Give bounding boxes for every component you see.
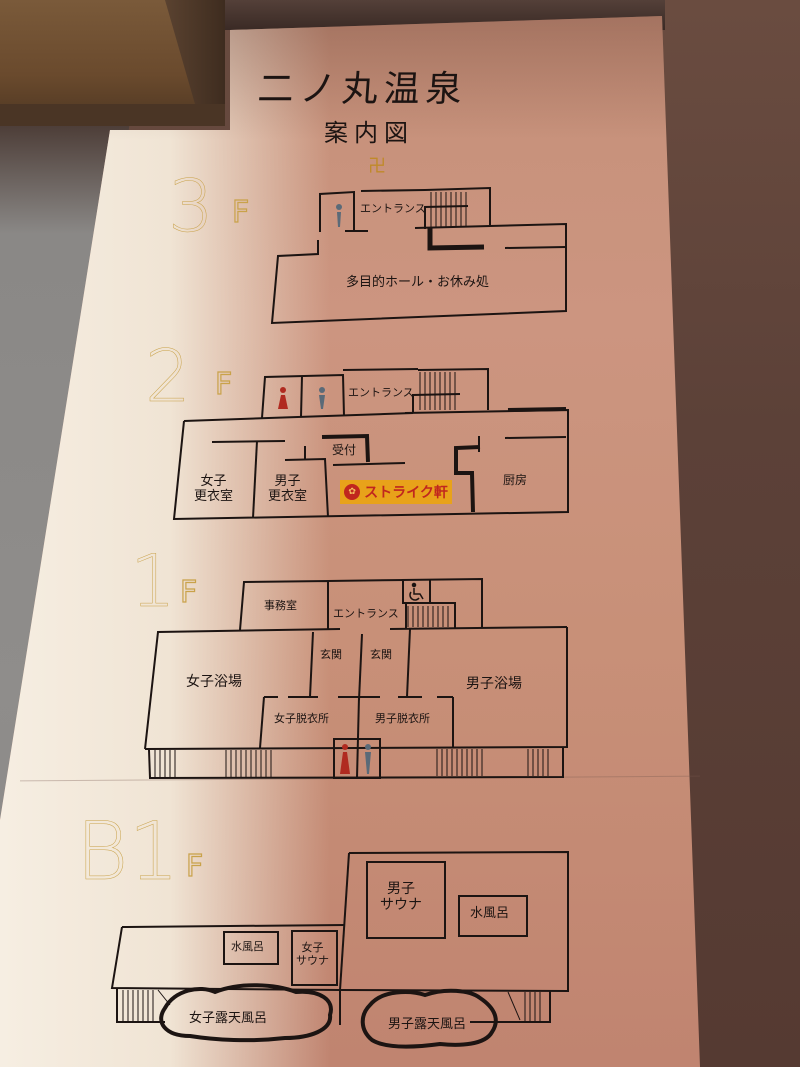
floor-suffix-2f: F <box>214 367 233 402</box>
room-1f-women-dressing: 女子脱衣所 <box>274 712 329 725</box>
floor-suffix-b1f: F <box>185 849 204 884</box>
label-line: 更衣室 <box>194 488 234 504</box>
room-2f-entrance: エントランス <box>348 386 414 399</box>
floor-plan-3f <box>270 186 567 325</box>
room-b1f-women-cold-bath: 水風呂 <box>231 940 264 953</box>
wooden-shelf-edge <box>0 104 225 126</box>
floor-label-3f: 3 <box>168 164 214 248</box>
room-b1f-women-sauna: 女子 サウナ <box>296 941 329 967</box>
floor-label-b1f: B1 <box>76 805 180 898</box>
floor-plan-2f <box>172 367 569 521</box>
room-1f-entrance: エントランス <box>333 607 399 620</box>
room-3f-multipurpose-hall: 多目的ホール・お休み処 <box>346 275 490 290</box>
room-1f-men-bath: 男子浴場 <box>466 676 522 692</box>
label-line: サウナ <box>380 897 422 914</box>
room-1f-men-dressing: 男子脱衣所 <box>375 712 430 725</box>
room-1f-genkan-left: 玄関 <box>320 648 342 661</box>
label-line: 女子 <box>200 474 227 489</box>
room-b1f-women-outdoor-bath: 女子露天風呂 <box>189 1011 268 1026</box>
label-line: サウナ <box>296 953 329 967</box>
restaurant-name: ストライク軒 <box>364 485 448 501</box>
floor-suffix-3f: F <box>231 195 250 230</box>
wheelchair-icon <box>409 582 424 601</box>
floor-plan-b1f <box>110 850 569 1049</box>
restroom-women-icon-2f <box>278 387 288 409</box>
room-b1f-men-outdoor-bath: 男子露天風呂 <box>388 1017 467 1032</box>
floor-label-2f: 2 <box>145 334 191 418</box>
room-b1f-men-cold-bath: 水風呂 <box>470 906 510 921</box>
label-line: 更衣室 <box>268 488 308 504</box>
room-2f-women-changing: 女子 更衣室 <box>194 474 234 505</box>
room-2f-reception: 受付 <box>332 443 357 457</box>
floor-suffix-1f: F <box>179 575 198 610</box>
manji-crest-icon: 卍 <box>368 156 386 177</box>
label-line: 男子 <box>387 881 415 897</box>
floor-plan-1f <box>144 577 568 780</box>
room-1f-genkan-right: 玄関 <box>370 648 392 661</box>
room-b1f-men-sauna: 男子 サウナ <box>380 881 422 913</box>
room-1f-office: 事務室 <box>264 599 297 612</box>
restroom-men-icon-3f <box>336 204 342 227</box>
restroom-men-icon-2f <box>319 387 325 409</box>
floor-label-1f: 1 <box>130 539 176 623</box>
room-2f-kitchen: 厨房 <box>503 473 528 487</box>
room-3f-entrance: エントランス <box>360 202 426 215</box>
restroom-women-icon-1f <box>340 744 350 774</box>
label-line: 女子 <box>301 941 324 954</box>
room-1f-women-bath: 女子浴場 <box>186 674 242 690</box>
restaurant-emblem-icon: ✿ <box>344 484 361 500</box>
sign-subtitle: 案内図 <box>324 119 414 147</box>
room-2f-men-changing: 男子 更衣室 <box>268 474 308 505</box>
label-line: 男子 <box>274 474 301 489</box>
restroom-men-icon-1f <box>365 744 371 774</box>
restaurant-strike-ken-sign: ✿ ストライク軒 <box>340 480 452 504</box>
